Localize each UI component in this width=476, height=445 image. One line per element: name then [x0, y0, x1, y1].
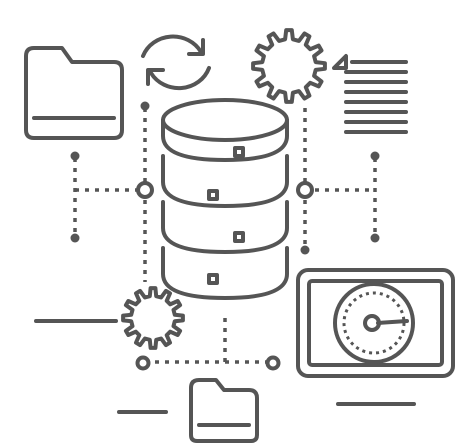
node-db-top-left [140, 101, 150, 111]
document-icon [332, 54, 408, 134]
db-disk-4-indicator [207, 273, 219, 285]
folder-icon [189, 378, 259, 443]
database-icon [161, 98, 289, 300]
node-left-bottom [70, 233, 80, 243]
node-left-hub [136, 181, 154, 199]
node-db-bottom-right [300, 245, 310, 255]
db-disk-3-indicator [233, 231, 245, 243]
gear-icon [121, 286, 185, 350]
node-right-top [370, 151, 380, 161]
sync-arrows-icon [141, 34, 211, 91]
node-right-bottom [370, 233, 380, 243]
node-right-hub [296, 181, 314, 199]
connector-lines [73, 108, 377, 364]
connector-nodes [70, 101, 380, 371]
node-left-top [70, 151, 80, 161]
folder-icon [24, 46, 124, 140]
db-disk-1-indicator [233, 146, 245, 158]
db-disk-2-indicator [207, 189, 219, 201]
gear-icon [251, 28, 327, 104]
node-bottom-right [265, 355, 281, 371]
gauge-icon [333, 282, 415, 364]
node-bottom-left [135, 355, 151, 371]
gear-outline [121, 286, 185, 350]
gear-outline [251, 28, 327, 104]
